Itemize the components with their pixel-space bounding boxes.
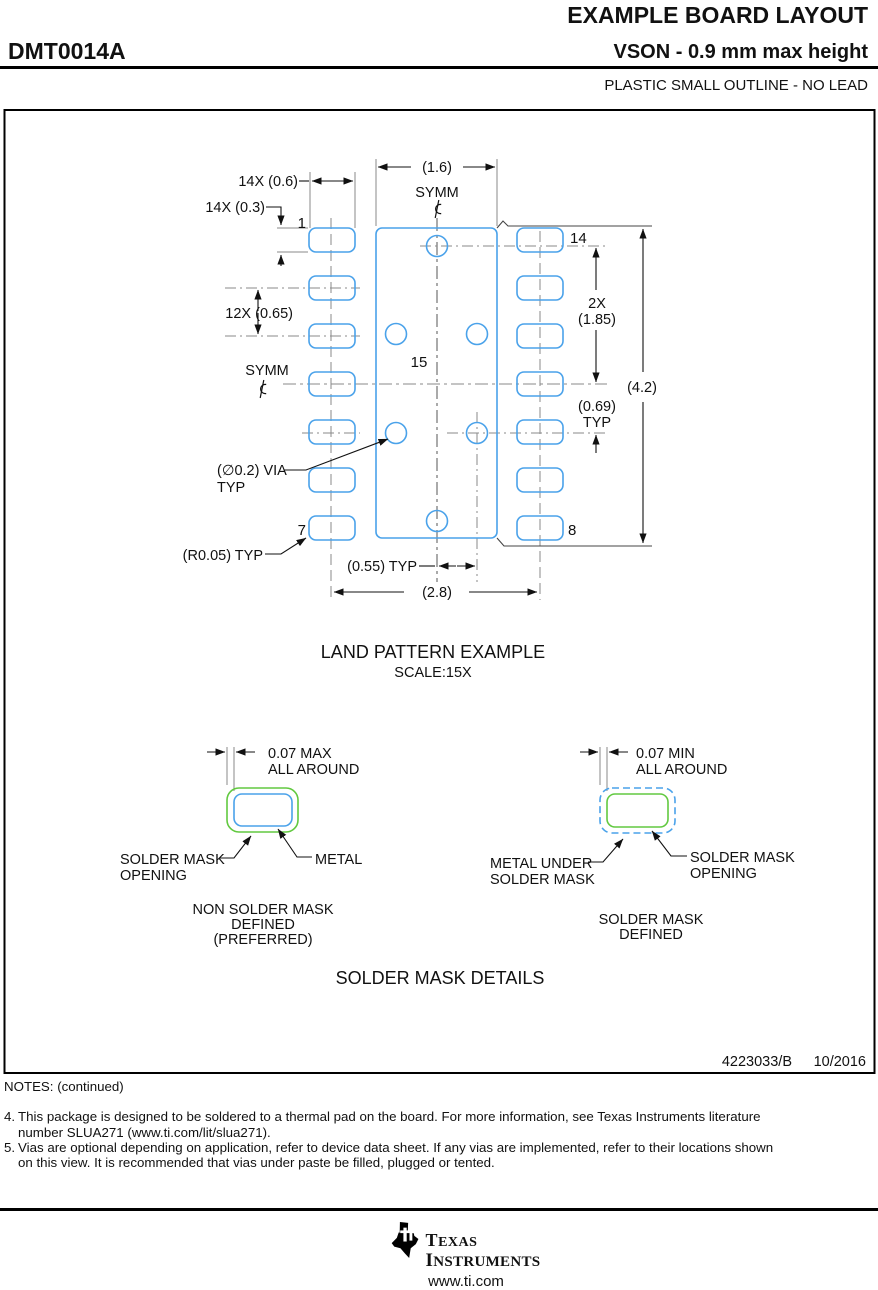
package-type: PLASTIC SMALL OUTLINE - NO LEAD [604, 77, 868, 94]
pad-pin11 [516, 371, 564, 397]
pin1-label: 1 [298, 215, 306, 232]
solder-mask-opening-dashed-shape [599, 787, 676, 834]
via [465, 421, 489, 445]
land-pattern-title: LAND PATTERN EXAMPLE [321, 642, 545, 662]
smd-metal-label: METAL UNDER [490, 856, 592, 872]
nsmd-caption3: (PREFERRED) [213, 932, 312, 948]
nsmd-dim-label2: ALL AROUND [268, 762, 359, 778]
dim-row-pitch-label: 12X (0.65) [225, 306, 293, 322]
brand-instruments: INSTRUMENTS [425, 1249, 541, 1271]
nsmd-opening-label: SOLDER MASK [120, 852, 225, 868]
smd-dim-label2: ALL AROUND [636, 762, 727, 778]
radius-note-label: (R0.05) TYP [183, 548, 263, 564]
via [465, 322, 489, 346]
pad-pin4 [308, 371, 356, 397]
solder-mask-opening-shape [226, 787, 299, 833]
package-description: VSON - 0.9 mm max height [613, 41, 868, 63]
via [384, 421, 408, 445]
thermal-pad [375, 227, 498, 539]
smd-dim-label: 0.07 MIN [636, 746, 695, 762]
ti-texas-logo-icon [391, 1222, 419, 1258]
ti-brand-name: TEXAS INSTRUMENTS [426, 1231, 541, 1271]
construction-lines [225, 159, 608, 791]
pin14-label: 14 [570, 230, 587, 247]
via-note-typ-label: TYP [217, 480, 245, 496]
note-number: 5. [4, 1139, 16, 1155]
notes-heading: NOTES: (continued) [4, 1079, 124, 1094]
dim-2x-label: 2X [588, 296, 606, 312]
nsmd-metal-label: METAL [315, 852, 362, 868]
pin8-label: 8 [568, 522, 576, 539]
smd-metal-label2: SOLDER MASK [490, 872, 595, 888]
dim-overall-height-label: (4.2) [627, 380, 657, 396]
pad-pin7 [308, 515, 356, 541]
pad-pin1 [308, 227, 356, 253]
via [425, 234, 449, 258]
metal-under-mask-shape [606, 793, 669, 828]
nsmd-dim-label: 0.07 MAX [268, 746, 332, 762]
dim-pad-width-label: 14X (0.3) [205, 200, 265, 216]
smd-caption2: DEFINED [619, 927, 683, 943]
metal-pad-shape [233, 793, 293, 827]
pin7-label: 7 [298, 522, 306, 539]
note-text: This package is designed to be soldered … [18, 1109, 761, 1140]
part-number: DMT0014A [8, 38, 126, 64]
page-title: EXAMPLE BOARD LAYOUT [567, 2, 868, 28]
pad-pin10 [516, 419, 564, 445]
nsmd-opening-label2: OPENING [120, 868, 187, 884]
footer: TEXAS INSTRUMENTS www.ti.com [391, 1222, 541, 1290]
solder-mask-details-title: SOLDER MASK DETAILS [336, 968, 545, 988]
via-note-label: (∅0.2) VIA [217, 463, 287, 479]
smd-opening-label: SOLDER MASK [690, 850, 795, 866]
brand-texas: TEXAS [425, 1230, 478, 1250]
symm-top-label: SYMM [415, 185, 459, 201]
pad-pin3 [308, 323, 356, 349]
via [384, 322, 408, 346]
footer-rule [0, 1208, 878, 1211]
pad-pin5 [308, 419, 356, 445]
nsmd-caption1: NON SOLDER MASK [193, 902, 334, 918]
dim-via-row-label: (0.69) [578, 399, 616, 415]
dim-thermal-width-label: (1.6) [422, 160, 452, 176]
right-pad-column [516, 227, 564, 541]
pad-pin6 [308, 467, 356, 493]
doc-number: 4223033/B [722, 1054, 792, 1070]
dim-overall-width-label: (2.8) [422, 585, 452, 601]
left-pad-column [308, 227, 356, 541]
nsmd-detail: 0.07 MAX ALL AROUND SOLDER MASK OPENING … [120, 746, 362, 948]
vias [384, 234, 489, 533]
header-rule [0, 66, 878, 69]
dimension-lines [254, 163, 647, 596]
dim-via-row-typ-label: TYP [583, 415, 611, 431]
pad-pin8 [516, 515, 564, 541]
pad-pin14 [516, 227, 564, 253]
pad-pin12 [516, 323, 564, 349]
smd-detail: 0.07 MIN ALL AROUND METAL UNDER SOLDER M… [490, 746, 795, 943]
break-lines [496, 220, 652, 547]
leader-lines [265, 438, 389, 555]
symm-left-label: SYMM [245, 363, 289, 379]
via [425, 509, 449, 533]
note-5: 5. Vias are optional depending on applic… [4, 1140, 864, 1171]
land-pattern-scale: SCALE:15X [394, 665, 472, 681]
dim-via-pitch-label: (0.55) TYP [347, 559, 417, 575]
ti-url: www.ti.com [428, 1272, 504, 1290]
note-4: 4. This package is designed to be solder… [4, 1109, 864, 1140]
note-number: 4. [4, 1109, 16, 1125]
smd-caption1: SOLDER MASK [599, 912, 704, 928]
drawing-frame [3, 109, 876, 1074]
land-pattern-pads [308, 227, 564, 541]
centerline-symbol [259, 199, 442, 399]
notes-section: NOTES: (continued) 4. This package is de… [4, 1079, 864, 1170]
nsmd-caption2: DEFINED [231, 917, 295, 933]
pad-pin13 [516, 275, 564, 301]
pin15-label: 15 [411, 354, 428, 371]
dim-2x-value-label: (1.85) [578, 312, 616, 328]
smd-opening-label2: OPENING [690, 866, 757, 882]
pad-pin9 [516, 467, 564, 493]
pad-pin2 [308, 275, 356, 301]
note-text: Vias are optional depending on applicati… [18, 1139, 774, 1171]
dim-pad-length-label: 14X (0.6) [238, 174, 298, 190]
doc-date: 10/2016 [814, 1054, 866, 1070]
